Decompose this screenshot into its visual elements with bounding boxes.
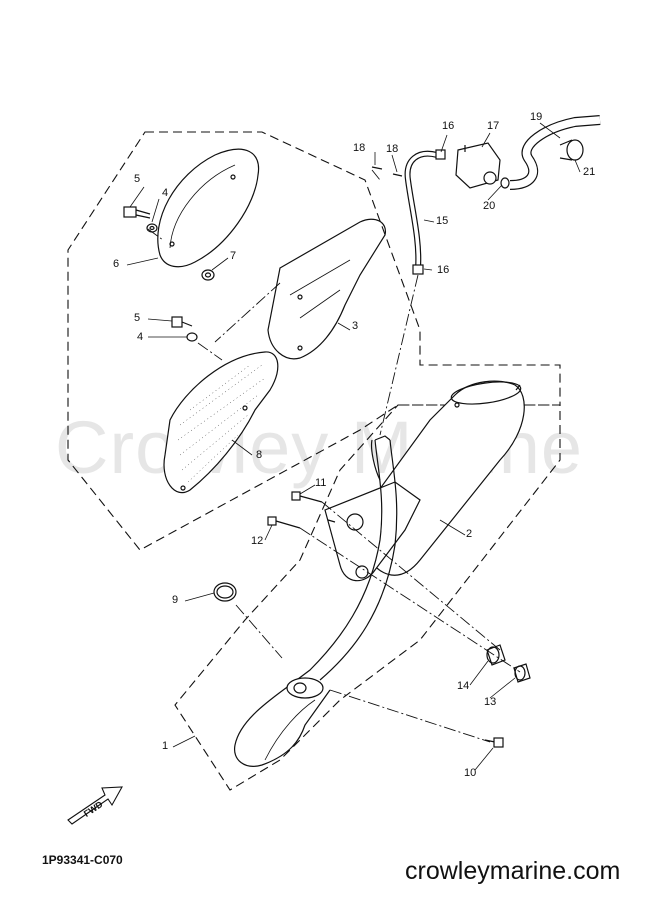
clip-20 [500, 177, 510, 189]
callout-3: 3 [352, 320, 359, 332]
exhaust-pipe [234, 435, 398, 767]
callout-10: 10 [464, 767, 477, 779]
callout-4-lower: 4 [137, 331, 144, 343]
bush-14 [486, 644, 506, 666]
callout-14: 14 [457, 680, 470, 692]
callout-15: 15 [436, 215, 449, 227]
callout-4-upper: 4 [162, 187, 169, 199]
callout-17: 17 [487, 120, 500, 132]
callout-19: 19 [530, 111, 543, 123]
bolt-lower [171, 316, 198, 342]
callout-9: 9 [172, 594, 179, 606]
bolt-upper [123, 206, 158, 233]
callout-1: 1 [162, 740, 169, 752]
callout-21: 21 [583, 166, 596, 178]
callout-8: 8 [256, 449, 263, 461]
callout-11: 11 [315, 477, 327, 489]
callout-13: 13 [484, 696, 497, 708]
callout-20: 20 [483, 200, 496, 212]
air-pipe [509, 115, 601, 190]
group-outline-muffler [174, 404, 561, 791]
callout-16-upper: 16 [442, 120, 455, 132]
callout-18-left: 18 [353, 142, 366, 154]
collar-13 [513, 663, 531, 683]
air-hose [404, 149, 446, 275]
heat-guard-outer [157, 148, 260, 268]
diagram-part-code: 1P93341-C070 [42, 853, 123, 867]
leader-lines [126, 122, 581, 771]
bolt-11 [291, 491, 323, 503]
callout-7: 7 [230, 250, 237, 262]
callout-5-lower: 5 [134, 312, 141, 324]
callout-2: 2 [466, 528, 473, 540]
bolt-12 [267, 516, 301, 529]
gasket-9 [213, 582, 237, 602]
heat-guard-perforated [163, 351, 279, 494]
air-valve [455, 142, 501, 189]
callout-18-right: 18 [386, 143, 399, 155]
alignment-lines [147, 169, 521, 743]
washer-7 [201, 269, 215, 281]
callout-5-upper: 5 [134, 173, 141, 185]
fwd-arrow-icon: FWD [67, 786, 123, 825]
callout-16-lower: 16 [437, 264, 450, 276]
website-label: crowleymarine.com [405, 857, 621, 885]
callout-6: 6 [113, 258, 120, 270]
bolt-10 [484, 737, 504, 748]
callout-12: 12 [251, 535, 264, 547]
clip-18 [371, 166, 403, 177]
heat-protector-bracket [267, 218, 387, 360]
